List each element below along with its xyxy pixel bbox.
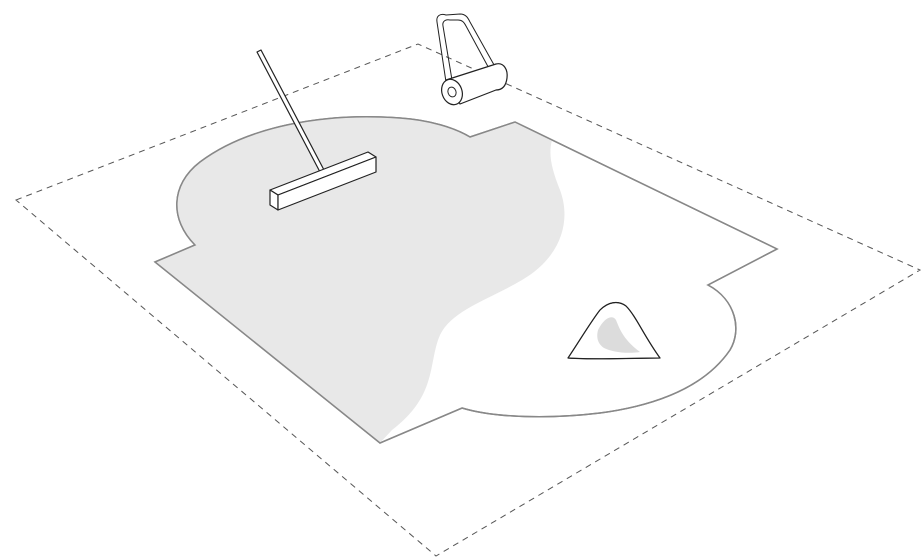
leveled-soil-area [155,116,565,443]
soil-mound-icon [567,301,661,360]
garden-rake-icon [256,49,377,211]
lawn-roller-icon [436,13,508,106]
lawn-plot-edge [153,116,779,444]
